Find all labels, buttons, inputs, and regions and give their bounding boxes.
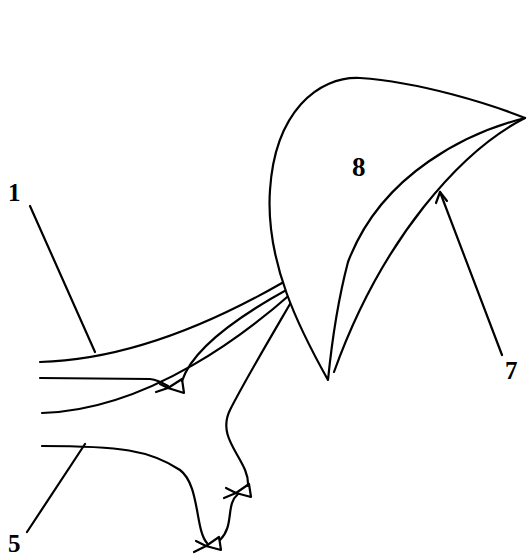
organ-shape: [262, 72, 528, 386]
dendrite: [224, 488, 236, 498]
nerve-fiber: [40, 283, 282, 362]
part-number: 8: [352, 154, 366, 181]
neuron-body: [168, 379, 184, 393]
nerve-fiber: [226, 292, 297, 486]
nerve-fiber: [182, 288, 290, 381]
nerve-fiber: [220, 494, 238, 540]
leader-line: [30, 206, 95, 352]
nerve-fiber: [42, 446, 207, 543]
nerve-fiber: [40, 378, 168, 386]
neuron-body: [206, 537, 221, 550]
leader-arrowhead: [436, 192, 447, 203]
dendrite: [194, 541, 206, 552]
organ-outline: 8: [262, 72, 528, 386]
callout-number: 5: [8, 531, 21, 556]
neuron-body: [236, 484, 251, 497]
organ-fold: [334, 118, 525, 372]
leader-line: [440, 192, 502, 355]
dendrite: [156, 384, 168, 392]
organ-contour: [270, 78, 525, 380]
leader-line: [27, 444, 85, 532]
nerve-fiber: [42, 292, 293, 413]
callout-number: 7: [505, 358, 518, 383]
callout-number: 1: [8, 180, 21, 205]
